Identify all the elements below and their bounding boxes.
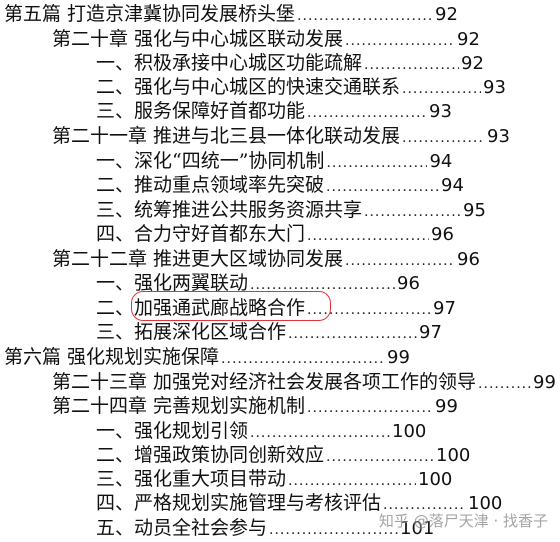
toc-section[interactable]: 四、合力守好首都东大门.............................… (96, 222, 454, 246)
toc-entry-title: 二、增强政策协同创新效应 (96, 444, 325, 466)
toc-section[interactable]: 三、强化重大项目带动..............................… (96, 467, 452, 491)
toc-dot-leader: ........................................… (326, 155, 428, 171)
toc-page-number: 100 (392, 421, 427, 442)
toc-entry-title: 第二十章 强化与中心城区联动发展 (52, 28, 344, 50)
toc-part[interactable]: 第五篇 打造京津冀协同发展桥头堡........................… (4, 2, 458, 26)
toc-page-number: 93 (487, 126, 510, 147)
toc-entry-title: 三、统筹推进公共服务资源共享 (96, 199, 363, 221)
toc-section[interactable]: 三、拓展深化区域合作..............................… (96, 320, 442, 344)
toc-dot-leader: ........................................… (478, 376, 532, 392)
toc-dot-leader: ........................................… (250, 277, 395, 293)
toc-entry-title: 第六篇 强化规划实施保障 (4, 346, 220, 368)
toc-page-number: 100 (436, 445, 471, 466)
toc-dot-leader: ........................................… (364, 204, 461, 220)
toc-page-number: 92 (435, 4, 458, 25)
toc-page-number: 101 (400, 518, 435, 539)
toc-page-number: 100 (468, 493, 503, 514)
toc-page-number: 97 (433, 298, 456, 319)
toc-section[interactable]: 五、动员全社会参与...............................… (96, 516, 434, 540)
toc-dot-leader: ........................................… (288, 473, 416, 489)
toc-entry-title: 三、服务保障好首都功能 (96, 100, 306, 122)
toc-section[interactable]: 一、积极承接中心城区功能疏解..........................… (96, 51, 484, 75)
toc-entry-title: 第二十三章 加强党对经济社会发展各项工作的领导 (52, 371, 477, 393)
toc-page-number: 100 (418, 469, 453, 490)
toc-section[interactable]: 三、服务保障好首都功能.............................… (96, 99, 452, 123)
toc-section[interactable]: 一、强化两翼联动................................… (96, 271, 420, 295)
toc-page-number: 94 (441, 175, 464, 196)
toc-page-number: 94 (429, 151, 453, 172)
toc-page-number: 99 (435, 396, 458, 417)
toc-dot-leader: ........................................… (402, 81, 481, 97)
toc-page-number: 99 (533, 372, 556, 393)
red-highlight-circle (131, 291, 331, 321)
toc-entry-title: 一、强化两翼联动 (96, 272, 249, 294)
toc-entry-title: 第五篇 打造京津冀协同发展桥头堡 (4, 3, 296, 25)
toc-section[interactable]: 二、增强政策协同创新效应............................… (96, 443, 470, 467)
toc-section[interactable]: 二、推动重点领域率先突破............................… (96, 173, 464, 197)
toc-entry-title: 一、深化“四统一”协同机制 (96, 150, 325, 172)
toc-dot-leader: ........................................… (364, 57, 459, 73)
toc-page-number: 93 (483, 77, 506, 98)
toc-section[interactable]: 四、严格规划实施管理与考核评估.........................… (96, 491, 502, 515)
toc-entry-title: 四、合力守好首都东大门 (96, 223, 306, 245)
toc-dot-leader: ........................................… (326, 179, 439, 195)
toc-chapter[interactable]: 第二十一章 推进与北三县一体化联动发展.....................… (52, 124, 510, 148)
toc-section[interactable]: 三、统筹推进公共服务资源共享..........................… (96, 198, 486, 222)
toc-page-number: 95 (463, 200, 486, 221)
toc-page-number: 99 (387, 347, 410, 368)
toc-entry-title: 二、推动重点领域率先突破 (96, 174, 325, 196)
toc-entry-title: 三、强化重大项目带动 (96, 468, 287, 490)
toc-entry-title: 一、强化规划引领 (96, 420, 249, 442)
toc-entry-title: 四、严格规划实施管理与考核评估 (96, 492, 382, 514)
toc-page-number: 92 (461, 53, 484, 74)
watermark: 知乎 @落尸天津 · 找香子 (378, 512, 548, 530)
toc-section[interactable]: 一、强化规划引领................................… (96, 419, 426, 443)
toc-dot-leader: ........................................… (307, 105, 427, 121)
toc-dot-leader: ........................................… (269, 522, 398, 538)
toc-entry-title: 五、动员全社会参与 (96, 517, 268, 539)
toc-section[interactable]: 二、加强通武廊战略合作.............................… (96, 296, 456, 320)
toc-page-number: 93 (429, 101, 452, 122)
toc-dot-leader: ........................................… (326, 449, 435, 465)
toc-entry-title: 一、积极承接中心城区功能疏解 (96, 52, 363, 74)
toc-dot-leader: ........................................… (307, 302, 431, 318)
toc-entry-title: 第二十二章 推进更大区域协同发展 (52, 248, 344, 270)
toc-entry-title: 第二十四章 完善规划实施机制 (52, 395, 306, 417)
toc-entry-title: 二、加强通武廊战略合作 (96, 297, 306, 319)
toc-dot-leader: ........................................… (383, 497, 466, 513)
toc-page-number: 97 (419, 322, 442, 343)
toc-section[interactable]: 二、强化与中心城区的快速交通联系........................… (96, 75, 506, 99)
toc-dot-leader: ........................................… (402, 130, 485, 146)
toc-chapter[interactable]: 第二十二章 推进更大区域协同发展........................… (52, 247, 480, 271)
toc-dot-leader: ........................................… (345, 253, 455, 269)
toc-chapter[interactable]: 第二十三章 加强党对经济社会发展各项工作的领导.................… (52, 370, 556, 394)
toc-entry-title: 第二十一章 推进与北三县一体化联动发展 (52, 125, 401, 147)
toc-section[interactable]: 一、深化“四统一”协同机制...........................… (96, 149, 452, 173)
toc-dot-leader: ........................................… (307, 228, 429, 244)
toc-dot-leader: ........................................… (307, 400, 433, 416)
toc-entry-title: 三、拓展深化区域合作 (96, 321, 287, 343)
toc-page-number: 96 (397, 273, 420, 294)
toc-page-number: 92 (457, 29, 480, 50)
toc-chapter[interactable]: 第二十四章 完善规划实施机制..........................… (52, 394, 458, 418)
toc-dot-leader: ........................................… (297, 8, 434, 24)
toc-dot-leader: ........................................… (250, 425, 390, 441)
toc-dot-leader: ........................................… (345, 33, 455, 49)
toc-chapter[interactable]: 第二十章 强化与中心城区联动发展........................… (52, 27, 480, 51)
toc-page-number: 96 (431, 224, 454, 245)
toc-dot-leader: ........................................… (288, 326, 417, 342)
toc-dot-leader: ........................................… (221, 351, 385, 367)
toc-part[interactable]: 第六篇 强化规划实施保障............................… (4, 345, 410, 369)
toc-page-number: 96 (457, 249, 480, 270)
toc-entry-title: 二、强化与中心城区的快速交通联系 (96, 76, 401, 98)
